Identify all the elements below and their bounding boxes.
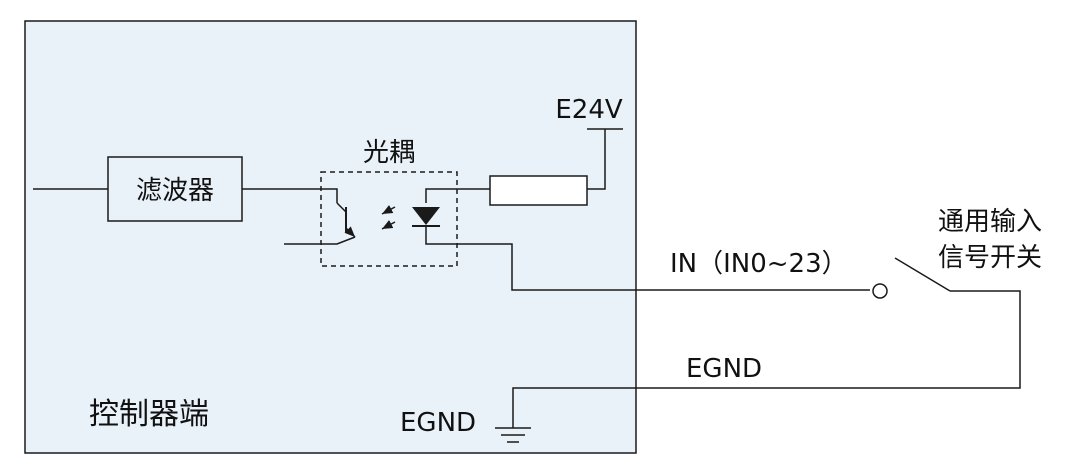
resistor [489, 175, 588, 206]
supply-wire [587, 129, 606, 190]
ground-icon [495, 427, 531, 443]
filter-output-wire [242, 188, 338, 203]
optocoupler-box [320, 171, 458, 267]
optocoupler-label: 光耦 [363, 138, 415, 168]
ground-internal-label: EGND [400, 408, 476, 438]
power-label: E24V [555, 95, 623, 125]
ground-external-label: EGND [686, 354, 762, 384]
controller-board [24, 20, 637, 454]
switch-label-line1: 通用输入 [938, 207, 1042, 237]
input-switch [512, 257, 1021, 428]
filter-label: 滤波器 [136, 176, 214, 206]
controller-label: 控制器端 [89, 397, 209, 432]
led-diode [412, 188, 870, 291]
light-emission-arrows [381, 205, 396, 230]
input-signal-label: IN（IN0~23） [670, 249, 848, 279]
switch-label-line2: 信号开关 [938, 243, 1042, 273]
phototransistor [284, 202, 356, 245]
